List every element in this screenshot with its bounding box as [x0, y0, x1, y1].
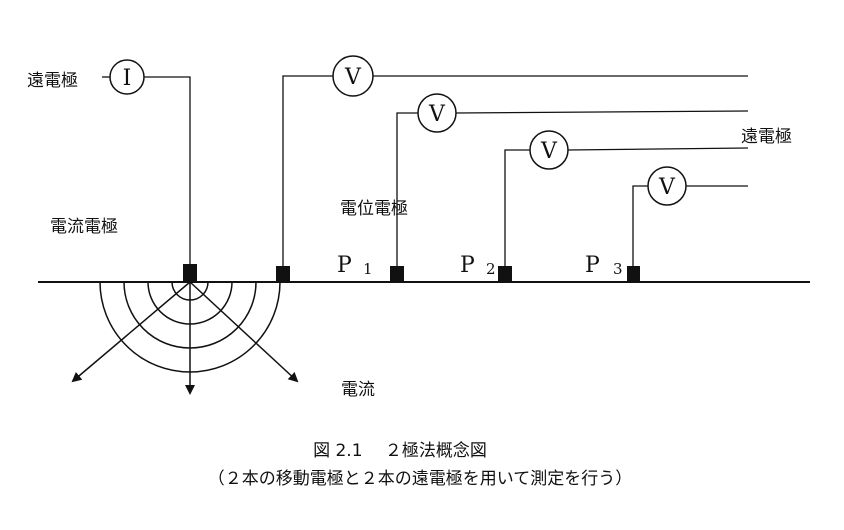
figure-title: 図 2.1 ２極法概念図 [313, 440, 487, 461]
current-electrode-label: 電流電極 [50, 217, 118, 237]
electrodes [183, 264, 640, 282]
voltmeter-3-circle [529, 130, 569, 170]
p2-wire-remote [567, 147, 749, 151]
voltmeter-1-circle [332, 55, 374, 97]
remote-electrode-label-right: 遠電極 [741, 127, 792, 147]
p2-electrode-marker [498, 266, 512, 282]
p1-electrode-marker [390, 266, 404, 282]
ammeter: I [109, 59, 145, 95]
voltmeter-4: V [647, 166, 687, 206]
reference-wire-1 [282, 75, 333, 266]
p2-number: 2 [486, 260, 496, 278]
ammeter-symbol: I [123, 66, 132, 91]
current-arrows [71, 281, 299, 395]
p2-wire [504, 149, 531, 266]
point-label-p3: P 3 [585, 253, 623, 278]
figure-subtitle: （２本の移動電極と２本の遠電極を用いて測定を行う） [208, 469, 633, 489]
voltmeter-3: V [529, 130, 569, 170]
remote-electrode-label-left: 遠電極 [27, 71, 78, 91]
voltmeter-2: V [417, 93, 457, 133]
voltmeter-1-symbol: V [344, 65, 362, 90]
voltmeter-2-symbol: V [428, 102, 446, 127]
current-arrow-left [71, 281, 191, 383]
voltmeter-4-circle [647, 166, 687, 206]
potential-electrode-label: 電位電極 [340, 199, 408, 219]
reference-electrode-marker [276, 266, 290, 282]
p1-letter: P [337, 253, 352, 278]
p1-wire [396, 112, 418, 266]
p3-number: 3 [613, 260, 623, 278]
current-electrode-marker [183, 264, 197, 282]
p1-number: 1 [363, 260, 373, 278]
current-label: 電流 [341, 380, 375, 400]
point-label-p1: P 1 [337, 253, 373, 278]
voltmeter-1: V [332, 55, 374, 97]
p1-wire-remote [455, 110, 749, 114]
p3-wire [632, 185, 648, 266]
voltmeter-2-circle [417, 93, 457, 133]
p3-electrode-marker [627, 266, 640, 282]
voltmeter-3-symbol: V [540, 139, 558, 164]
circuit-wires [102, 75, 749, 266]
p2-letter: P [460, 253, 475, 278]
voltmeter-4-symbol: V [658, 175, 676, 200]
point-label-p2: P 2 [460, 253, 496, 278]
current-circuit-wire [144, 76, 191, 266]
ammeter-circle [109, 59, 145, 95]
current-arrow-right [189, 281, 299, 383]
p3-letter: P [585, 253, 600, 278]
